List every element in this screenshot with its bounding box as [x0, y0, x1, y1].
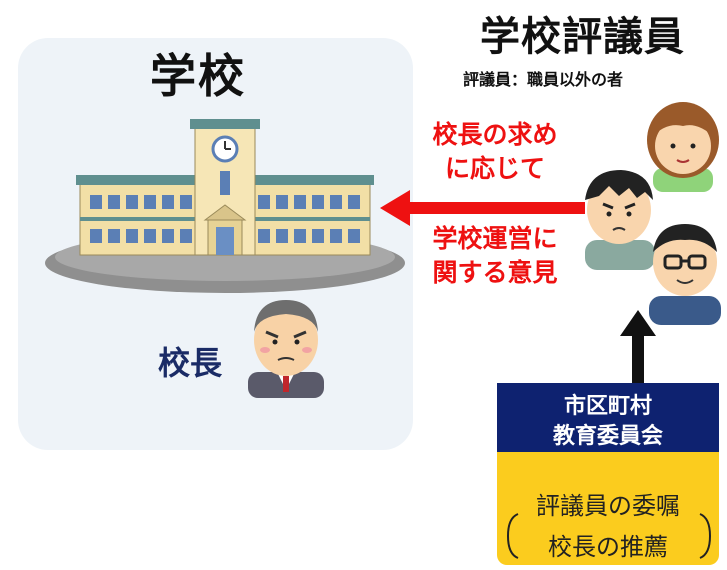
council-members-illustration [585, 102, 721, 325]
opinion-arrow-left-icon [380, 190, 585, 226]
recommendation-text: 校長の推薦 [548, 533, 668, 561]
right-bracket-icon [699, 513, 712, 559]
appointment-box [497, 452, 719, 565]
board-line-2: 教育委員会 [552, 424, 663, 449]
appointment-arrow-up-icon [620, 310, 656, 398]
school-title: 学校 [150, 49, 246, 103]
board-line-1: 市区町村 [563, 394, 652, 419]
request-text: 校長の求め に応じて [420, 118, 570, 186]
request-line-2: に応じて [444, 154, 545, 183]
opinion-line-2: 関する意見 [432, 258, 558, 287]
request-line-1: 校長の求め [432, 120, 558, 149]
opinion-text: 学校運営に 関する意見 [420, 222, 570, 290]
board-of-education-box: 市区町村 教育委員会 [497, 383, 719, 461]
council-subtitle: 評議員：職員以外の者 [463, 70, 624, 89]
council-title: 学校評議員 [480, 14, 685, 60]
principal-label: 校長 [158, 344, 223, 382]
appointment-text: 評議員の委嘱 [536, 492, 680, 520]
principal-illustration [248, 300, 324, 398]
left-bracket-icon [506, 513, 519, 559]
opinion-line-1: 学校運営に [432, 224, 558, 253]
school-building-illustration [45, 119, 405, 293]
